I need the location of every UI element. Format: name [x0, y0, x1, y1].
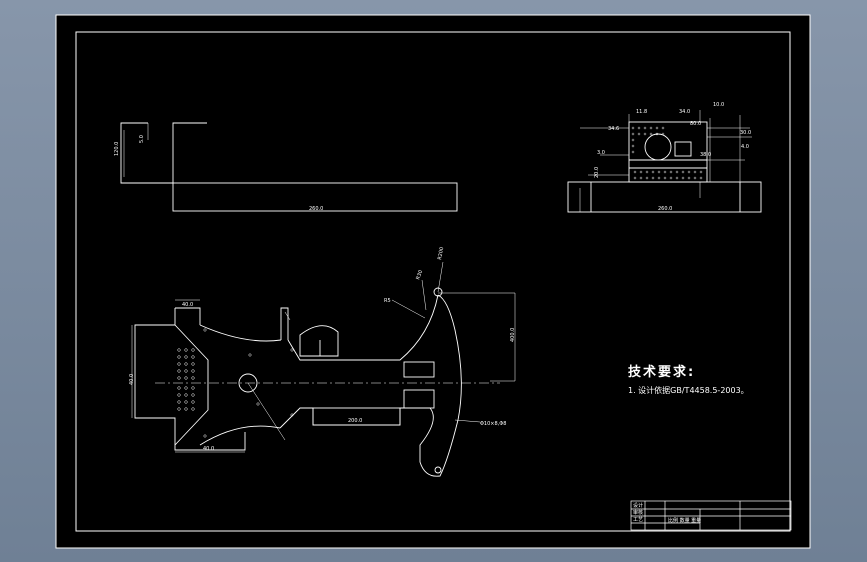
- dim-main-holes: Φ10×8,Φ8: [480, 421, 506, 427]
- title-block-mid: 比例 数量 重量: [668, 517, 701, 524]
- dim-left-small: 5.0: [139, 135, 145, 143]
- view-side-right: [567, 110, 762, 213]
- hole-grid-left: [177, 328, 294, 438]
- dim-main-r2: R200: [437, 246, 445, 260]
- dim-main-right: 400.0: [510, 328, 516, 342]
- dim-right-top-d: 10.0: [713, 102, 724, 108]
- dim-right-mid-b: 30.0: [740, 130, 751, 136]
- dim-right-mid-d: 38.0: [700, 152, 711, 158]
- dim-main-r3: R5: [384, 298, 391, 304]
- dim-right-mid-a: 34.6: [608, 126, 619, 132]
- dim-left-vertical: 120.0: [114, 142, 120, 156]
- notes-title: 技术要求:: [628, 364, 695, 380]
- dim-right-bottom: 260.0: [658, 206, 672, 212]
- title-block: [630, 500, 792, 531]
- view-top-left: [120, 122, 458, 212]
- dim-right-top-a: 11.8: [636, 109, 647, 115]
- drawing-sheet: [55, 14, 811, 549]
- dim-left-bottom: 260.0: [309, 206, 323, 212]
- drawing-frame: [75, 31, 791, 532]
- dim-main-bottom: 40.0: [203, 446, 214, 452]
- dim-main-top: 40.0: [182, 302, 193, 308]
- dim-main-left: 40.0: [129, 374, 135, 385]
- notes-line1: 1. 设计依据GB/T4458.5-2003。: [628, 385, 749, 395]
- dim-right-side-a: 3.0: [597, 150, 605, 156]
- dim-main-slot: 200.0: [348, 418, 362, 424]
- view-main: [131, 261, 516, 477]
- dim-right-side-b: 20.0: [594, 167, 600, 178]
- title-block-r2: 审核: [633, 509, 643, 516]
- dim-main-r1: R30: [415, 269, 424, 280]
- dim-right-top-c: 80.0: [690, 121, 701, 127]
- dim-right-top-b: 34.0: [679, 109, 690, 115]
- hole-grid-right: [631, 126, 703, 180]
- title-block-r1: 设计: [633, 502, 643, 509]
- title-block-r3: 工艺: [633, 517, 643, 523]
- dim-right-mid-c: 4.0: [741, 144, 749, 150]
